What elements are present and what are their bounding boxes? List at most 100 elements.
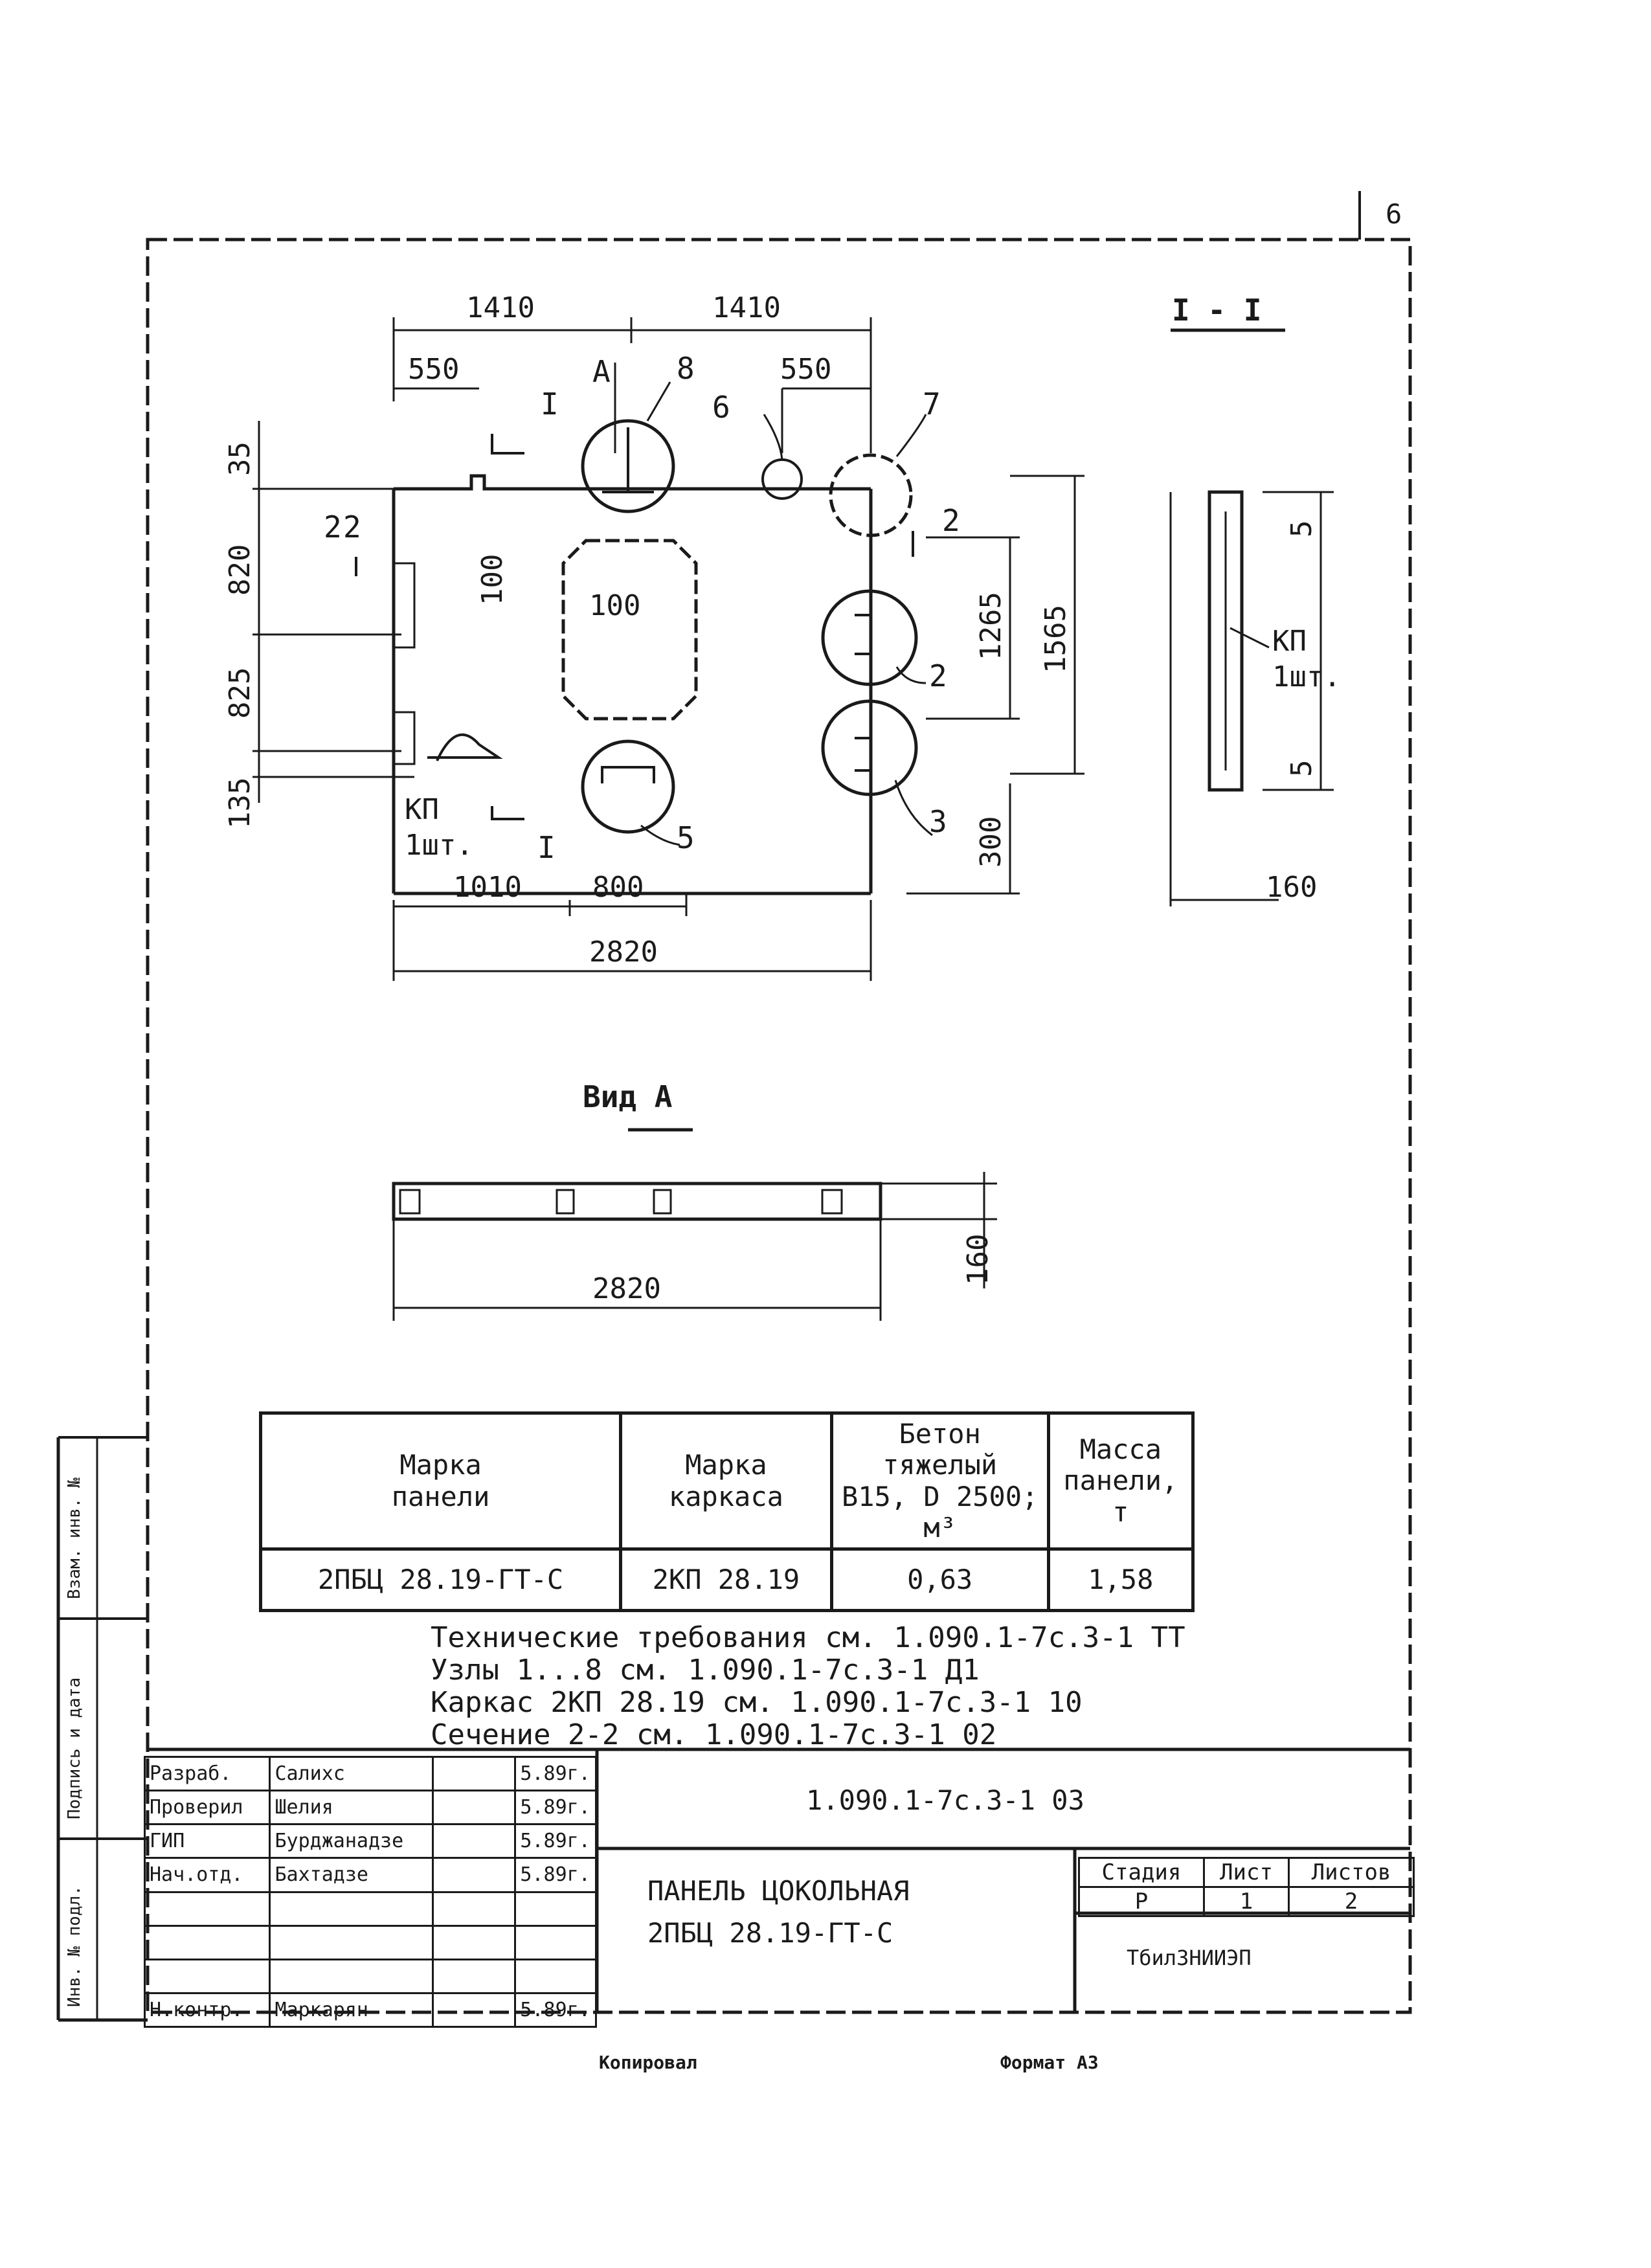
node-6-circle [761, 458, 803, 500]
dim-left-1: 35 [223, 442, 256, 476]
callout-7: 7 [923, 387, 941, 421]
stage-table: Стадия Лист Листов Р 1 2 [1078, 1857, 1415, 1917]
view-a-labels: Вид А 2820 160 [583, 1079, 994, 1305]
view-a-mark: A [592, 354, 611, 389]
section-2-mark-right: 2 [343, 510, 361, 545]
view-a-title: Вид А [583, 1079, 672, 1114]
signature-date: 5.89г. [514, 1857, 597, 1893]
spec-table: Марка панели Марка каркаса Бетон тяжелый… [258, 1411, 1195, 1612]
signature-name: Бахтадзе [269, 1857, 434, 1893]
callout-6: 6 [712, 390, 730, 425]
view-a [392, 1128, 997, 1321]
signature-row: Нач.отд.Бахтадзе 5.89г. [143, 1857, 597, 1893]
section-kp-label: КП [1272, 625, 1307, 658]
header-concrete: Бетон тяжелый B15, D 2500; м³ [829, 1411, 1050, 1551]
plan-callout-labels: 8 6 7 2 2 3 5 I I 2 2 A КП 1шт. [324, 351, 960, 865]
organization: ТбилЗНИИЭП [1127, 1946, 1252, 1970]
header-frame-mark: Марка каркаса [619, 1411, 833, 1551]
signature-role: Разраб. [143, 1755, 271, 1792]
dim-upper-right: 550 [780, 353, 831, 386]
dim-right-1: 1265 [974, 592, 1007, 660]
stage-value: Р [1078, 1886, 1205, 1917]
section-kp-qty: 1шт. [1272, 660, 1341, 693]
spec-table-row: 2ПБЦ 28.19-ГТ-С 2КП 28.19 0,63 1,58 [258, 1547, 1195, 1612]
sheet-value: 1 [1202, 1886, 1290, 1917]
signature-role: Нач.отд. [143, 1857, 271, 1893]
signature-date: 5.89г. [514, 1992, 597, 2028]
signature-row [143, 1924, 597, 1960]
cell-concrete: 0,63 [829, 1547, 1050, 1612]
signature-role [143, 1924, 271, 1960]
note-2: Узлы 1...8 см. 1.090.1-7с.3-1 Д1 [431, 1654, 980, 1687]
signature-cell [432, 1790, 517, 1826]
signature-date [514, 1891, 597, 1927]
stage-header: Стадия [1078, 1857, 1205, 1888]
signature-date: 5.89г. [514, 1755, 597, 1792]
sheets-value: 2 [1288, 1886, 1415, 1917]
section-dim-top: 5 [1285, 521, 1318, 538]
callout-5: 5 [677, 820, 695, 855]
signature-cell [432, 1958, 517, 1994]
section-mark-bottom: I [537, 830, 556, 865]
node-7-circle [829, 453, 913, 537]
dim-top-right: 1410 [712, 291, 781, 324]
signature-name: Шелия [269, 1790, 434, 1826]
section-dim-width: 160 [1266, 871, 1317, 904]
section-dim-bottom: 5 [1285, 760, 1318, 778]
callout-2: 2 [929, 658, 947, 693]
section-2-mark-left: 2 [324, 510, 342, 545]
view-a-width: 2820 [592, 1272, 661, 1305]
kp-loop [427, 733, 503, 761]
node-3-circle [821, 699, 918, 796]
signature-cell [432, 1857, 517, 1893]
note-4: Сечение 2-2 см. 1.090.1-7с.3-1 02 [431, 1718, 997, 1751]
signature-cell [432, 1891, 517, 1927]
header-mass: Масса панели, т [1046, 1411, 1195, 1551]
side-stamp-original-inv: Инв. № подл. [65, 1885, 84, 2007]
dim-inner-2: 100 [589, 589, 640, 622]
signature-cell [432, 1755, 517, 1792]
title-block-text: 1.090.1-7с.3-1 03 ПАНЕЛЬ ЦОКОЛЬНАЯ 2ПБЦ … [647, 1784, 1252, 1970]
side-stamp-replaced-inv: Взам. инв. № [65, 1477, 84, 1599]
sheet-frame [146, 238, 1412, 2014]
callout-3: 3 [929, 804, 947, 839]
section-mark-top: I [541, 387, 559, 421]
signature-name: Маркарян [269, 1992, 434, 2028]
signature-cell [432, 1992, 517, 2028]
dim-overall-width: 2820 [589, 936, 658, 969]
note-3: Каркас 2КП 28.19 см. 1.090.1-7с.3-1 10 [431, 1686, 1083, 1719]
signature-date [514, 1958, 597, 1994]
dim-top-left: 1410 [466, 291, 535, 324]
dim-upper-left: 550 [408, 353, 459, 386]
cell-panel-mark: 2ПБЦ 28.19-ГТ-С [258, 1547, 623, 1612]
panel-plan [392, 474, 873, 895]
spec-table-header-row: Марка панели Марка каркаса Бетон тяжелый… [258, 1411, 1195, 1551]
callout-2-mark: 2 [942, 503, 960, 538]
dim-bottom-mid: 800 [592, 871, 644, 904]
plan-dimension-labels: 1410 1410 550 550 35 820 825 135 1265 15… [223, 291, 1072, 969]
cell-frame-mark: 2КП 28.19 [619, 1547, 833, 1612]
sheets-header: Листов [1288, 1857, 1415, 1888]
signature-name [269, 1924, 434, 1960]
page-number: 6 [1386, 198, 1402, 230]
note-1: Технические требования см. 1.090.1-7с.3-… [431, 1621, 1185, 1654]
view-a-height: 160 [961, 1234, 994, 1285]
dim-right-2: 1565 [1039, 605, 1072, 673]
dim-inner-1: 100 [476, 554, 509, 605]
cell-mass: 1,58 [1046, 1547, 1195, 1612]
signature-row [143, 1891, 597, 1927]
title-line-1: ПАНЕЛЬ ЦОКОЛЬНАЯ [647, 1875, 910, 1907]
section-title: I - I [1172, 293, 1261, 328]
section-labels: I - I 5 5 160 КП 1шт. [1172, 293, 1341, 904]
header-panel-mark: Марка панели [258, 1411, 623, 1551]
signature-name [269, 1958, 434, 1994]
dim-right-3: 300 [974, 816, 1007, 868]
signature-cell [432, 1823, 517, 1859]
signature-date: 5.89г. [514, 1823, 597, 1859]
node-2-circle [821, 589, 918, 686]
signature-role [143, 1958, 271, 1994]
sheet-header: Лист [1202, 1857, 1290, 1888]
